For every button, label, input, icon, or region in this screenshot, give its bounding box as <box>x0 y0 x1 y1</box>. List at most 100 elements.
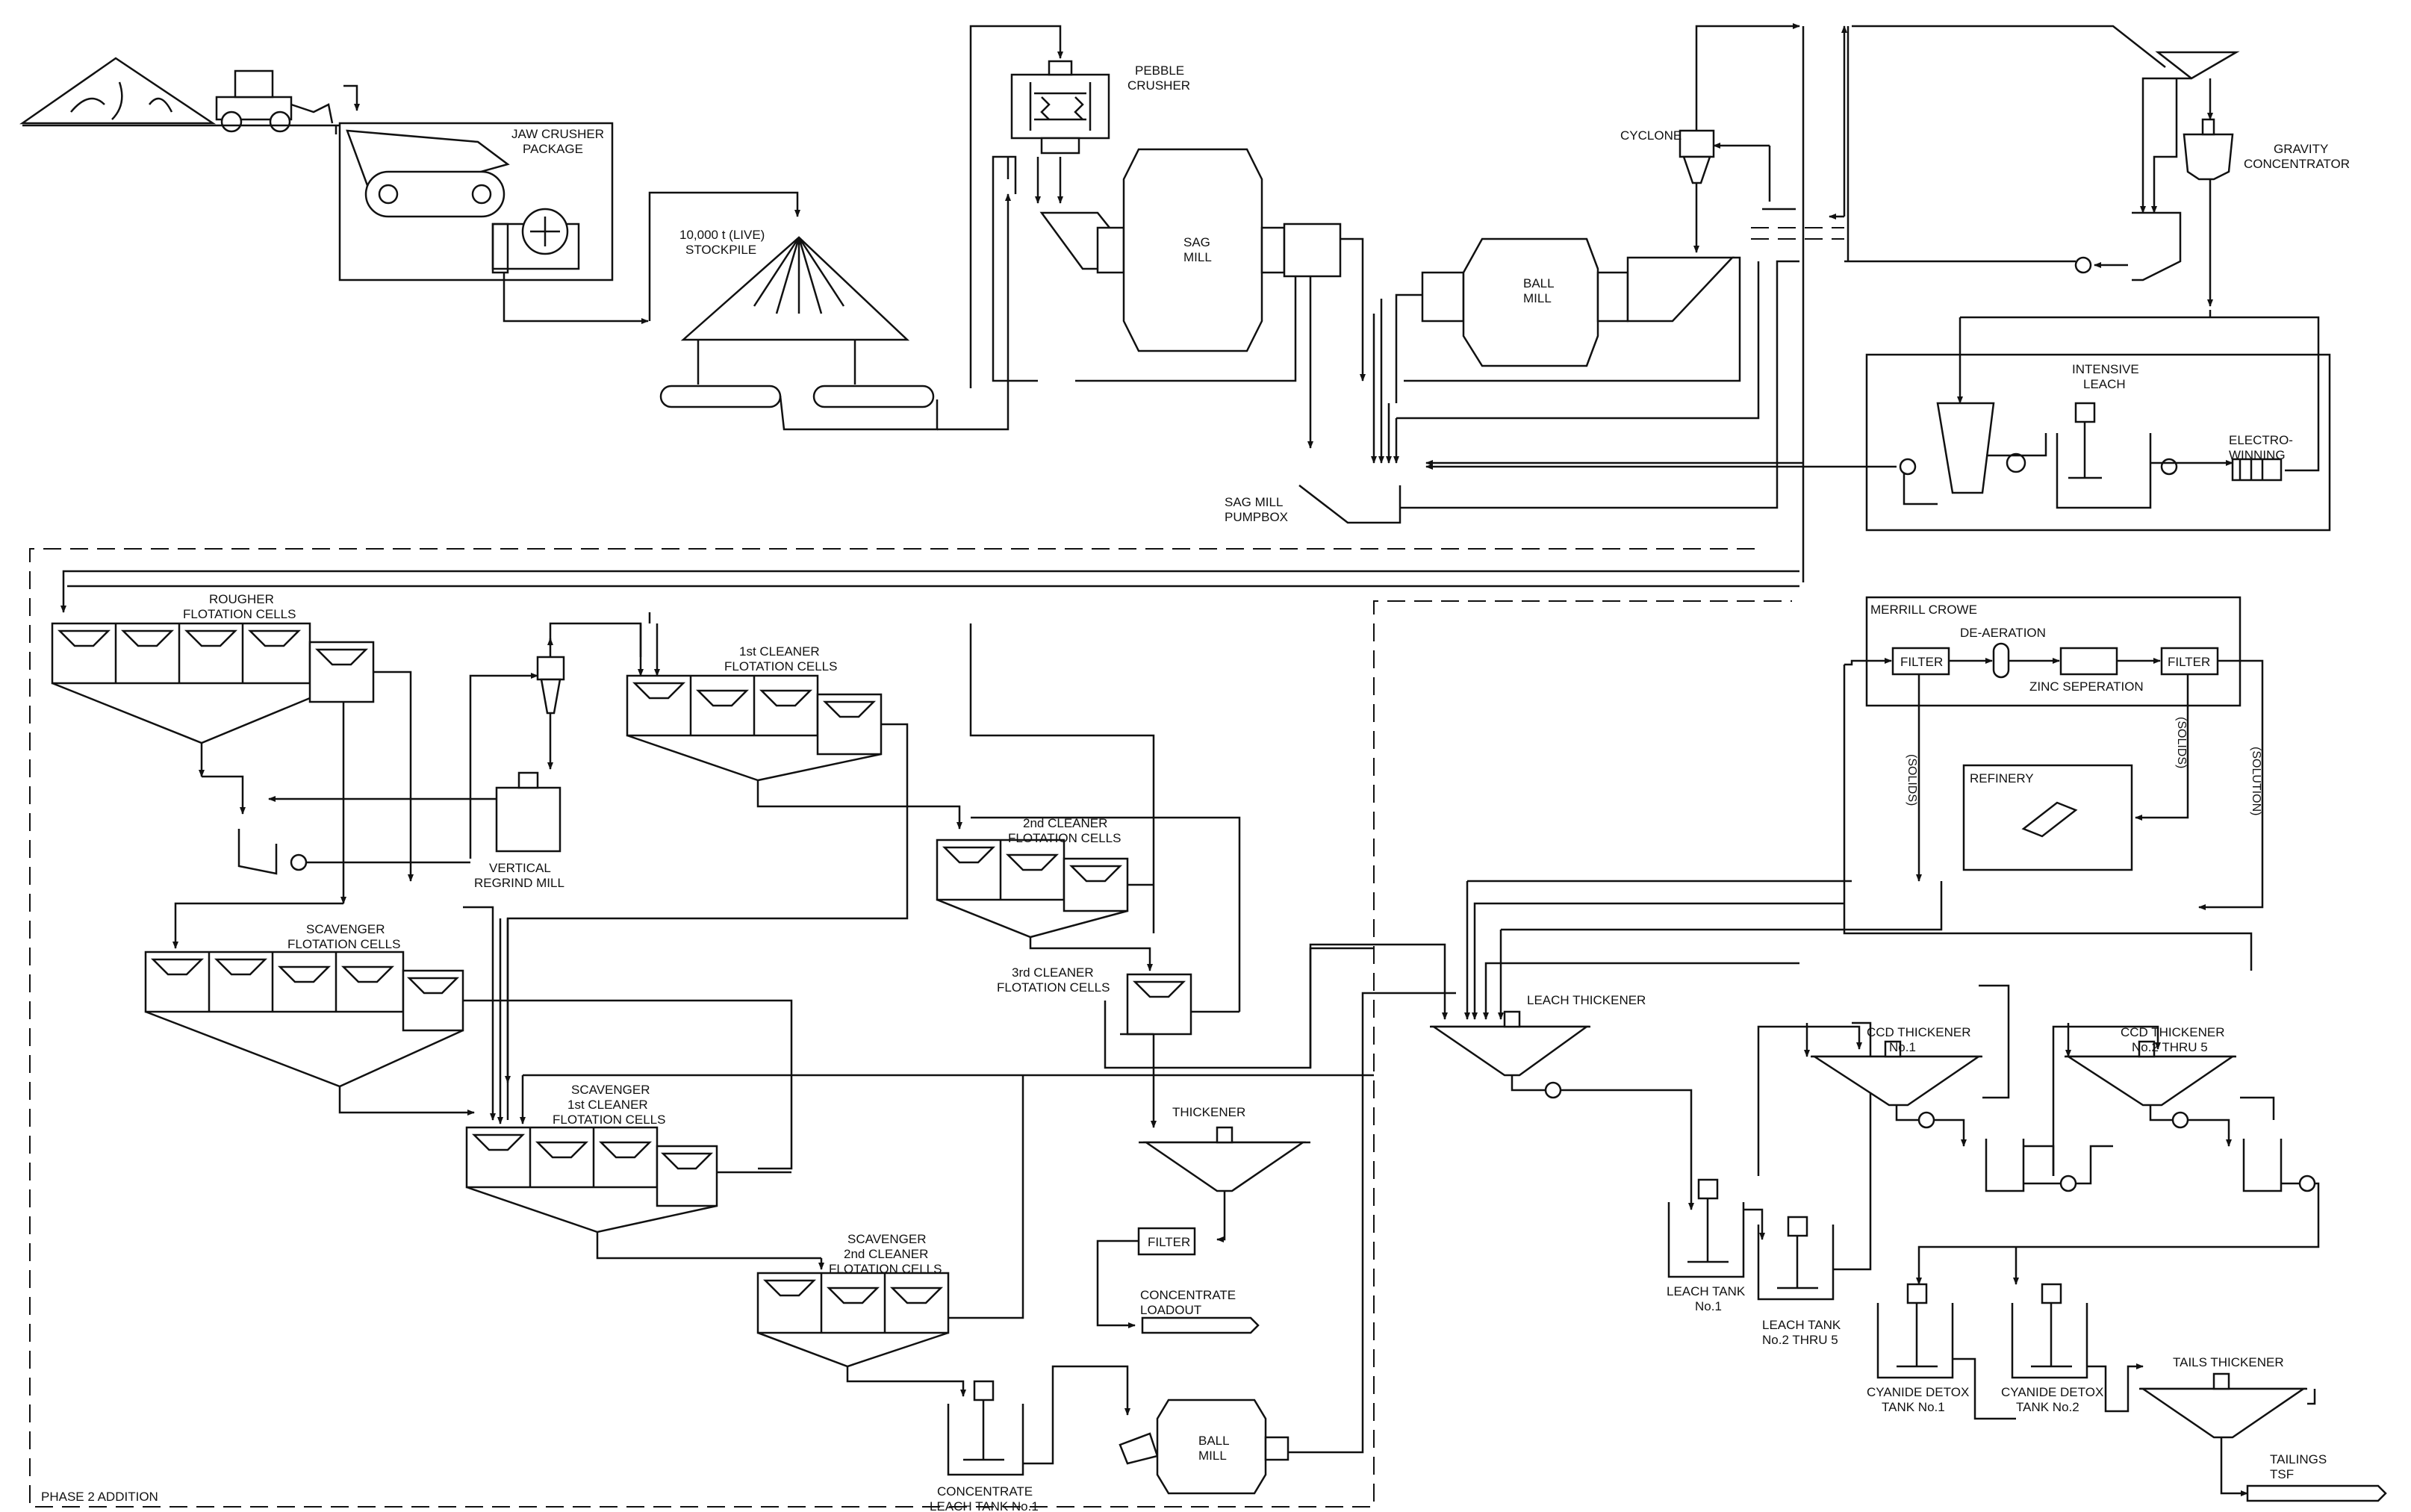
pump-icon <box>1899 458 1917 476</box>
scav-cleaner1-label-3: FLOTATION CELLS <box>553 1113 665 1127</box>
tails-thickener-label: TAILS THICKENER <box>2173 1355 2284 1369</box>
stockpile <box>659 236 935 408</box>
stockpile-label-2: STOCKPILE <box>685 243 756 257</box>
filter-label-2: FILTER <box>2168 655 2210 669</box>
conc-leach-label-1: CONCENTRATE <box>937 1484 1033 1499</box>
detox1-label-2: TANK No.1 <box>1882 1400 1945 1414</box>
scavenger-label-2: FLOTATION CELLS <box>287 937 400 951</box>
solids-label-1: (SOLIDS) <box>1906 754 1918 806</box>
leach-tank2-label-1: LEACH TANK <box>1762 1318 1841 1332</box>
leach-tank1-label-2: No.1 <box>1695 1299 1722 1313</box>
scav-cleaner2-label-3: FLOTATION CELLS <box>829 1262 942 1276</box>
pebble-crusher-label-1: PEBBLE <box>1135 63 1184 78</box>
concentrate-leach-tank <box>947 1380 1024 1476</box>
tailings-label-1: TAILINGS <box>2270 1452 2327 1466</box>
ccd2-label-1: CCD THICKENER <box>2121 1025 2224 1039</box>
thickener-label: THICKENER <box>1172 1105 1245 1119</box>
tailings-label-2: TSF <box>2270 1467 2294 1481</box>
regrind-label-2: REGRIND MILL <box>474 876 564 890</box>
ball-mill <box>1421 237 1735 367</box>
electrowinning-label-1: ELECTRO- <box>2229 433 2293 447</box>
leach-thickener <box>1430 1010 1590 1077</box>
zinc-separation-label: ZINC SEPERATION <box>2029 679 2144 694</box>
sag-mill <box>1039 148 1342 352</box>
cleaner3-label-2: FLOTATION CELLS <box>997 980 1110 995</box>
solids-label-2: (SOLIDS) <box>2175 717 2188 768</box>
regrind-label-1: VERTICAL <box>489 861 551 875</box>
filter-label-3: FILTER <box>1148 1235 1190 1249</box>
scav-cleaner1-label-2: 1st CLEANER <box>567 1098 648 1112</box>
de-aeration-label: DE-AERATION <box>1960 626 2046 640</box>
pebble-crusher <box>1010 60 1110 155</box>
sag-mill-label-2: MILL <box>1183 250 1212 264</box>
tailings-tsf <box>2246 1484 2387 1502</box>
cleaner-1-flotation-cells <box>626 674 883 782</box>
tails-thickener <box>2139 1372 2307 1439</box>
cyclone-label: CYCLONE <box>1620 128 1682 143</box>
sag-pumpbox-label-2: PUMPBOX <box>1225 510 1288 524</box>
detox1-label-1: CYANIDE DETOX <box>1867 1385 1969 1399</box>
vertical-regrind-mill <box>495 771 561 853</box>
stockpile-label-1: 10,000 t (LIVE) <box>679 228 765 242</box>
cyanide-detox-tank-2 <box>2011 1283 2088 1379</box>
intensive-leach-package <box>1865 353 2331 532</box>
leach-tank-1 <box>1667 1178 1745 1278</box>
pebble-crusher-label-2: CRUSHER <box>1127 78 1190 93</box>
ball-mill-2-label-1: BALL <box>1198 1434 1230 1448</box>
detox2-label-1: CYANIDE DETOX <box>2001 1385 2103 1399</box>
pump-icon <box>1917 1111 1935 1129</box>
intensive-label-1: INTENSIVE <box>2072 362 2139 376</box>
rougher-flotation-cells <box>51 622 375 744</box>
pump-icon <box>1544 1081 1562 1099</box>
merrill-crowe-package <box>1865 596 2242 707</box>
intensive-label-2: LEACH <box>2083 377 2126 391</box>
gravity-concentrator <box>2155 51 2240 181</box>
conc-loadout-label-2: LOADOUT <box>1140 1303 1201 1317</box>
ball-mill-label-2: MILL <box>1523 291 1552 305</box>
ccd1-label-1: CCD THICKENER <box>1867 1025 1970 1039</box>
conc-loadout-label-1: CONCENTRATE <box>1140 1288 1236 1302</box>
scav-cleaner1-label-1: SCAVENGER <box>571 1083 650 1097</box>
gravity-label-1: GRAVITY <box>2274 142 2328 156</box>
front-loader-icon <box>215 69 334 133</box>
leach-tank-2 <box>1757 1216 1835 1301</box>
rougher-label-2: FLOTATION CELLS <box>183 607 296 621</box>
scavenger-cleaner-2-flotation-cells <box>756 1272 950 1368</box>
scav-cleaner2-label-1: SCAVENGER <box>847 1232 927 1246</box>
solution-label: (SOLUTION) <box>2250 747 2262 815</box>
leach-thickener-label: LEACH THICKENER <box>1527 993 1646 1007</box>
cleaner1-label-2: FLOTATION CELLS <box>724 659 837 673</box>
jaw-crusher-label-1: JAW CRUSHER <box>511 127 604 141</box>
detox2-label-2: TANK No.2 <box>2016 1400 2079 1414</box>
cyclone <box>1679 129 1715 184</box>
ccd-thickener-1 <box>1811 1040 1982 1107</box>
leach-tank1-label-1: LEACH TANK <box>1667 1284 1746 1298</box>
pump-icon <box>290 853 308 871</box>
ball-mill-2-label-2: MILL <box>1198 1449 1227 1463</box>
scavenger-label-1: SCAVENGER <box>306 922 385 936</box>
sag-pumpbox-label-1: SAG MILL <box>1225 495 1283 509</box>
scavenger-cleaner-1-flotation-cells <box>465 1126 718 1233</box>
filter-label-1: FILTER <box>1900 655 1943 669</box>
scav-cleaner2-label-2: 2nd CLEANER <box>844 1247 928 1261</box>
sag-mill-label-1: SAG <box>1183 235 1210 249</box>
ore-pile <box>19 57 217 125</box>
cleaner1-label-1: 1st CLEANER <box>739 644 820 659</box>
leach-tank2-label-2: No.2 THRU 5 <box>1762 1333 1838 1347</box>
regrind-cyclone <box>536 656 565 715</box>
pump-icon <box>2298 1175 2316 1192</box>
conc-leach-label-2: LEACH TANK No.1 <box>930 1499 1039 1512</box>
refinery <box>1962 764 2133 871</box>
cleaner2-label-2: FLOTATION CELLS <box>1008 831 1121 845</box>
phase-2-boundary <box>29 548 1792 1508</box>
refinery-label: REFINERY <box>1970 771 2034 785</box>
ball-mill-2 <box>1119 1399 1290 1495</box>
ccd-thickener-2 <box>2065 1040 2236 1107</box>
gravity-label-2: CONCENTRATOR <box>2244 157 2350 171</box>
pump-icon <box>2059 1175 2077 1192</box>
cyanide-detox-tank-1 <box>1876 1283 1954 1379</box>
cleaner-2-flotation-cells <box>936 839 1129 939</box>
cleaner2-label-1: 2nd CLEANER <box>1023 816 1107 830</box>
thickener <box>1139 1126 1310 1192</box>
